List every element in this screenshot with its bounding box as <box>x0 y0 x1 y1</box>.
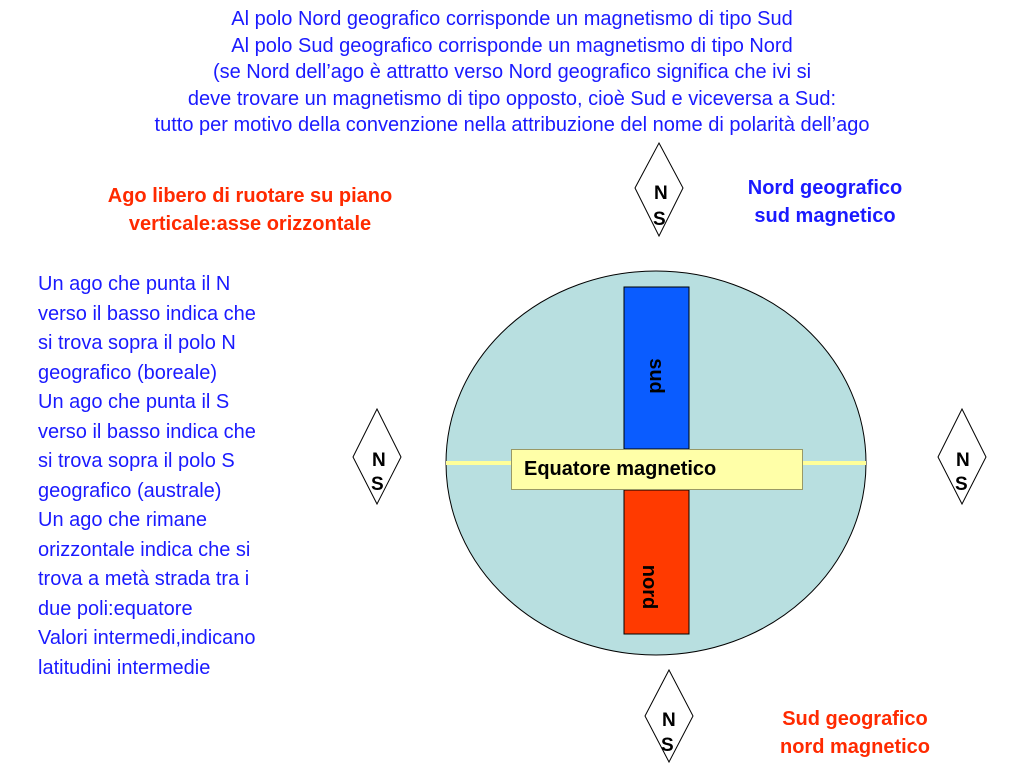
body-line: geografico (boreale) <box>38 361 217 384</box>
pole-label-line: Sud geografico <box>782 708 928 730</box>
magnet-south-half <box>623 286 690 450</box>
pole-label-line: nord magnetico <box>779 736 930 758</box>
geographic-south-label: Sud geografico nord magnetico <box>730 705 980 761</box>
magnet-south-label: sud <box>645 358 667 394</box>
pole-label-line: sud magnetico <box>754 205 896 227</box>
needle-top-s: S <box>653 209 666 230</box>
needle-left-s: S <box>371 474 384 495</box>
body-line: Un ago che rimane <box>38 509 207 531</box>
title-line: (se Nord dell’ago è attratto verso Nord … <box>212 61 812 83</box>
body-line: verso il basso indica che <box>38 302 256 325</box>
body-line: latitudini intermedie <box>38 656 211 679</box>
needle-left-n: N <box>372 450 386 471</box>
body-line: Un ago che punta il S <box>38 391 230 413</box>
title-line: tutto per motivo della convenzione nella… <box>154 114 870 136</box>
subheading-line: Ago libero di ruotare su piano <box>107 185 393 207</box>
body-line: due poli:equatore <box>38 597 193 620</box>
body-line: Un ago che punta il N <box>38 273 231 295</box>
geographic-north-label: Nord geografico sud magnetico <box>700 174 950 230</box>
body-line: trova a metà strada tra i <box>38 568 250 590</box>
title-line: Al polo Nord geografico corrisponde un m… <box>231 8 793 30</box>
compass-needle-bottom <box>644 668 694 764</box>
explanation-text: Un ago che punta il N verso il basso ind… <box>38 270 338 683</box>
title-line: deve trovare un magnetismo di tipo oppos… <box>187 87 837 110</box>
magnet-north-half <box>623 489 690 635</box>
body-line: si trova sopra il polo S <box>38 450 235 472</box>
body-line: geografico (australe) <box>38 479 222 502</box>
compass-needle-top <box>634 141 684 238</box>
body-line: Valori intermedi,indicano <box>38 627 256 649</box>
needle-right-n: N <box>956 450 970 471</box>
needle-top-n: N <box>654 183 668 204</box>
body-line: orizzontale indica che si <box>38 538 251 561</box>
body-line: verso il basso indica che <box>38 420 256 443</box>
needle-bottom-s: S <box>661 735 674 756</box>
compass-needle-right <box>937 407 987 506</box>
title-text: Al polo Nord geografico corrisponde un m… <box>0 6 1024 139</box>
equator-label: Equatore magnetico <box>511 449 803 490</box>
body-line: si trova sopra il polo N <box>38 332 236 354</box>
needle-bottom-n: N <box>662 710 676 731</box>
needle-orientation-heading: Ago libero di ruotare su piano verticale… <box>40 182 460 238</box>
compass-needle-left <box>352 407 402 506</box>
needle-right-s: S <box>955 474 968 495</box>
magnet-north-label: nord <box>638 564 660 610</box>
pole-label-line: Nord geografico <box>747 177 903 199</box>
title-line: Al polo Sud geografico corrisponde un ma… <box>231 34 793 57</box>
subheading-line: verticale:asse orizzontale <box>128 213 372 235</box>
